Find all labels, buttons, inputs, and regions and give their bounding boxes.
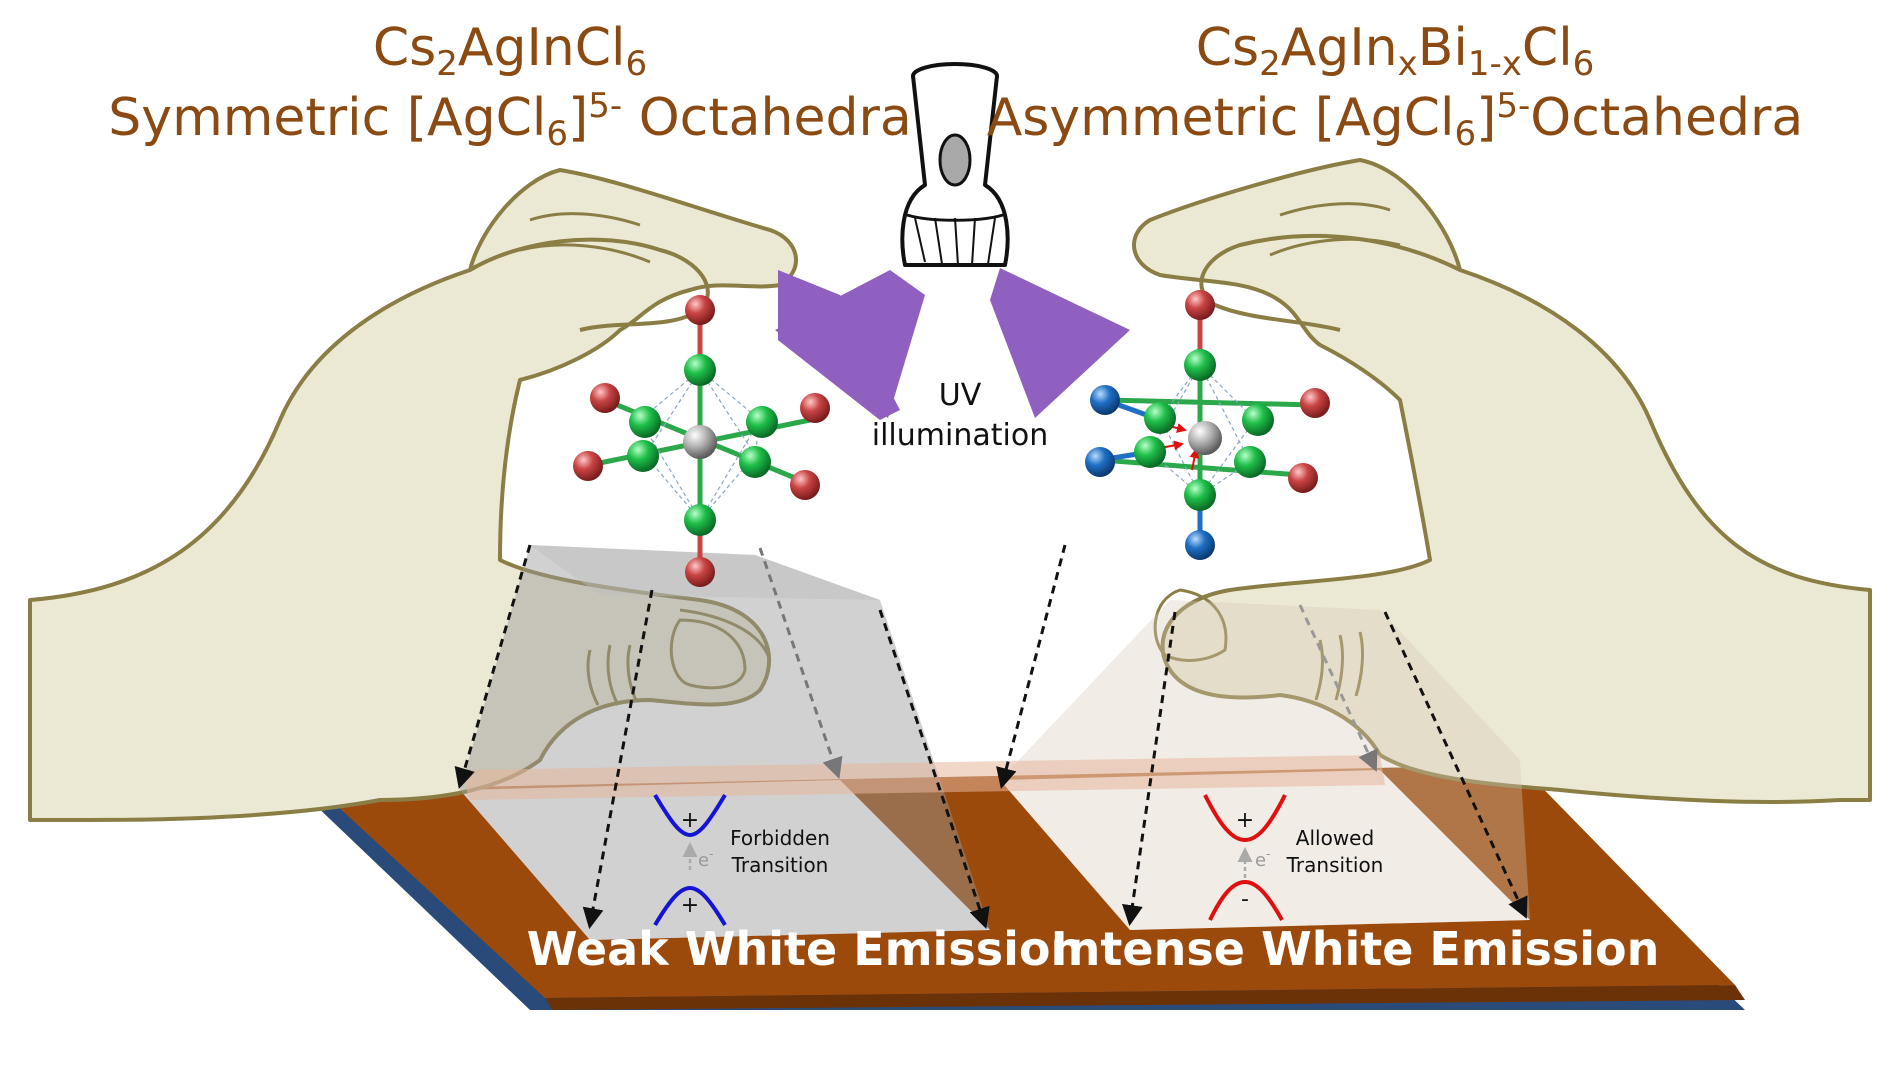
light-arrows xyxy=(454,544,1528,930)
arrow-right-2 xyxy=(1298,604,1378,772)
left-cl-ll xyxy=(627,440,659,472)
right-cl-lr xyxy=(1234,446,1266,478)
left-cl-ur xyxy=(746,406,778,438)
arrow-left-3 xyxy=(758,547,843,779)
left-cs-bottom xyxy=(685,557,715,587)
right-title-formula: Cs2AgInxBi1-xCl6 xyxy=(1196,18,1595,84)
left-cs-ul xyxy=(590,383,620,413)
left-electron-label: e- xyxy=(698,847,713,871)
left-knuckle xyxy=(679,608,772,661)
left-transition-line2: Transition xyxy=(731,853,829,877)
octahedron-icon-right xyxy=(1085,290,1330,560)
left-transition-line1: Forbidden xyxy=(730,826,830,850)
right-lower-sign: - xyxy=(1241,887,1249,912)
right-cl-ur xyxy=(1242,404,1274,436)
octahedron-icon-left xyxy=(573,295,830,587)
left-emission-label: Weak White Emission xyxy=(527,922,1083,976)
right-cl-ul xyxy=(1144,402,1176,434)
right-conduction-band xyxy=(1203,794,1287,843)
board-shadow-strip xyxy=(545,985,1745,1010)
right-upper-sign: + xyxy=(1236,808,1254,833)
left-title-formula: Cs2AgInCl6 xyxy=(373,18,647,84)
right-nail xyxy=(1153,588,1228,662)
right-bi-ul xyxy=(1090,385,1120,415)
arrow-right-1 xyxy=(1122,611,1177,927)
left-cs-lr xyxy=(790,470,820,500)
distortion-arrow-3 xyxy=(1189,448,1200,471)
left-cs-ll xyxy=(573,451,603,481)
left-cs-top xyxy=(685,295,715,325)
uv-beam-right-main xyxy=(990,268,1130,418)
flashlight-button xyxy=(938,133,972,187)
right-bi-bottom xyxy=(1185,530,1215,560)
right-finger-crease-2 xyxy=(1269,237,1401,257)
uv-label-line1: UV xyxy=(939,378,982,413)
right-cl-ll xyxy=(1134,436,1166,468)
right-emission-window xyxy=(1000,770,1530,930)
left-finger-crease xyxy=(529,212,641,227)
right-emission-label: Intense White Emission xyxy=(1051,922,1660,976)
flashlight-collar xyxy=(906,213,1004,222)
left-nail xyxy=(669,618,747,690)
left-light-prism xyxy=(460,545,990,940)
left-valence-band xyxy=(653,885,727,927)
left-emission-window xyxy=(460,780,990,940)
left-finger-crease-2 xyxy=(519,243,651,264)
right-transition-line2: Transition xyxy=(1286,853,1384,877)
left-lower-sign: + xyxy=(681,893,699,918)
right-ag-center xyxy=(1188,421,1222,455)
right-crease-c xyxy=(1354,631,1365,697)
right-cs-ur xyxy=(1300,388,1330,418)
right-title-description: Asymmetric [AgCl6]5-Octahedra xyxy=(987,86,1804,154)
left-hand-palm xyxy=(28,168,798,822)
left-title-description: Symmetric [AgCl6]5- Octahedra xyxy=(108,86,911,154)
left-hand xyxy=(28,168,798,822)
right-hand-palm xyxy=(1132,158,1872,804)
right-cl-bottom xyxy=(1184,479,1216,511)
right-hand xyxy=(1132,158,1872,804)
left-crease-a xyxy=(586,649,600,706)
left-band-diagram: + e- + Forbidden Transition xyxy=(653,793,830,927)
left-cl-bottom xyxy=(684,504,716,536)
right-crease-b xyxy=(1334,634,1345,701)
flashlight-icon xyxy=(900,62,1010,267)
right-crease-a xyxy=(1314,639,1325,701)
left-ag-center xyxy=(683,425,717,459)
right-transition-line1: Allowed xyxy=(1296,826,1374,850)
right-valence-band xyxy=(1208,879,1284,921)
left-cl-top xyxy=(684,354,716,386)
left-crease-c xyxy=(626,644,638,701)
right-band-diagram: + e- - Allowed Transition xyxy=(1203,794,1384,921)
left-cl-lr xyxy=(739,446,771,478)
flashlight-head-lines xyxy=(914,217,996,266)
left-thumb xyxy=(468,237,710,332)
left-cs-ur xyxy=(800,393,830,423)
right-finger-crease xyxy=(1279,202,1391,217)
left-conduction-band xyxy=(653,793,727,838)
right-bi-ll xyxy=(1085,447,1115,477)
left-upper-sign: + xyxy=(681,808,699,833)
right-cl-top xyxy=(1184,349,1216,381)
uv-beam-left-main xyxy=(775,270,925,418)
left-crease-b xyxy=(606,644,620,706)
arrow-left-2 xyxy=(582,589,654,930)
right-cs-lr xyxy=(1288,463,1318,493)
right-electron-label: e- xyxy=(1255,847,1270,871)
left-cl-ul xyxy=(629,406,661,438)
right-cs-top xyxy=(1185,290,1215,320)
uv-label-line2: illumination xyxy=(872,418,1048,453)
